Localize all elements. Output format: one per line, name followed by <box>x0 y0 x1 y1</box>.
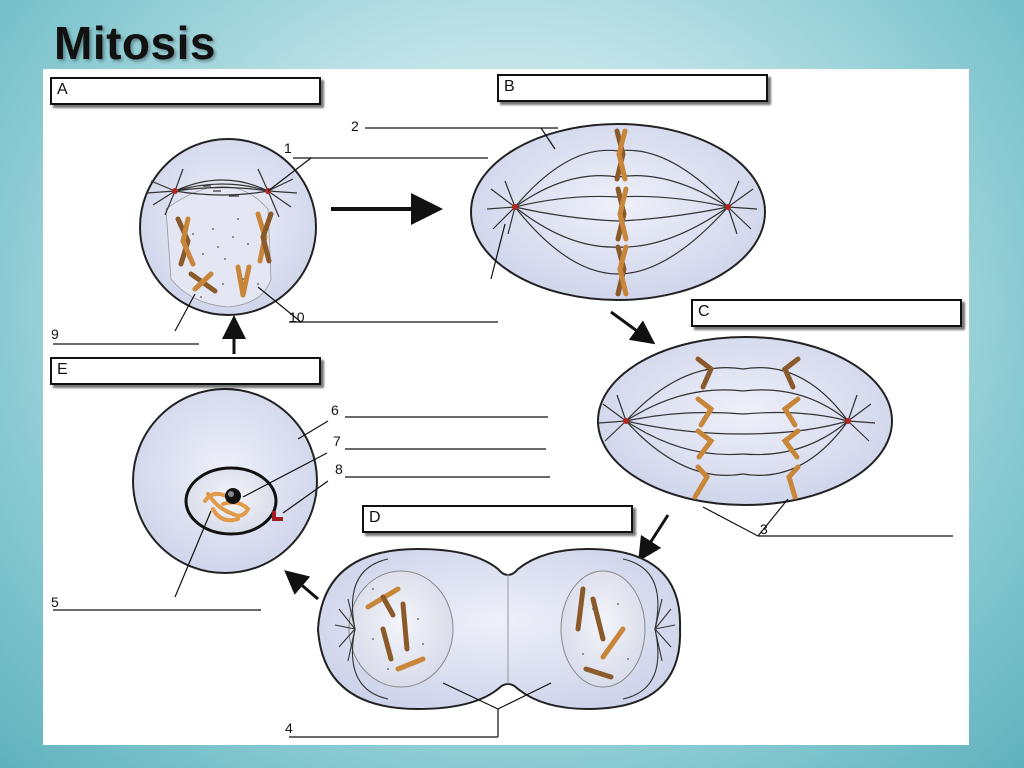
chromosomes-c <box>692 356 801 500</box>
label-1: 1 <box>284 140 292 156</box>
spindle-fibers-c <box>598 367 876 476</box>
cell-prophase <box>139 138 317 316</box>
label-8: 8 <box>335 461 343 477</box>
stage-box-d[interactable]: D <box>362 505 633 533</box>
nucleus-dots-d <box>372 588 629 670</box>
label-2: 2 <box>351 118 359 134</box>
cell-telophase <box>316 547 682 711</box>
label-4: 4 <box>285 720 293 736</box>
cell-interphase <box>132 388 318 574</box>
stage-box-b[interactable]: B <box>497 74 768 102</box>
stage-box-a[interactable]: A <box>50 77 321 105</box>
label-9: 9 <box>51 326 59 342</box>
label-3: 3 <box>760 521 768 537</box>
diagram-panel: A B C E D 1 2 10 9 6 7 8 5 3 4 <box>43 69 969 745</box>
spindle-fibers-a <box>146 168 298 218</box>
arrow-b-to-c <box>610 310 656 345</box>
mitosis-diagram <box>53 123 953 738</box>
label-6: 6 <box>331 402 339 418</box>
cytoplasm-dots-a <box>192 218 259 298</box>
label-10: 10 <box>289 309 305 325</box>
label-5: 5 <box>51 594 59 610</box>
cell-metaphase <box>470 123 766 301</box>
arrow-c-to-d <box>638 514 670 562</box>
label-lines <box>53 127 953 738</box>
stage-box-e[interactable]: E <box>50 357 321 385</box>
spindle-fibers-b <box>486 149 758 275</box>
stage-box-c[interactable]: C <box>691 299 962 327</box>
spindle-fibers-d <box>334 558 676 700</box>
arrow-d-to-e <box>284 570 319 601</box>
label-7: 7 <box>333 433 341 449</box>
chromosomes-b <box>614 128 629 297</box>
page-title: Mitosis <box>54 17 216 69</box>
chromosomes-a <box>175 211 274 298</box>
chromosomes-d <box>365 586 626 680</box>
cell-anaphase <box>597 336 893 506</box>
